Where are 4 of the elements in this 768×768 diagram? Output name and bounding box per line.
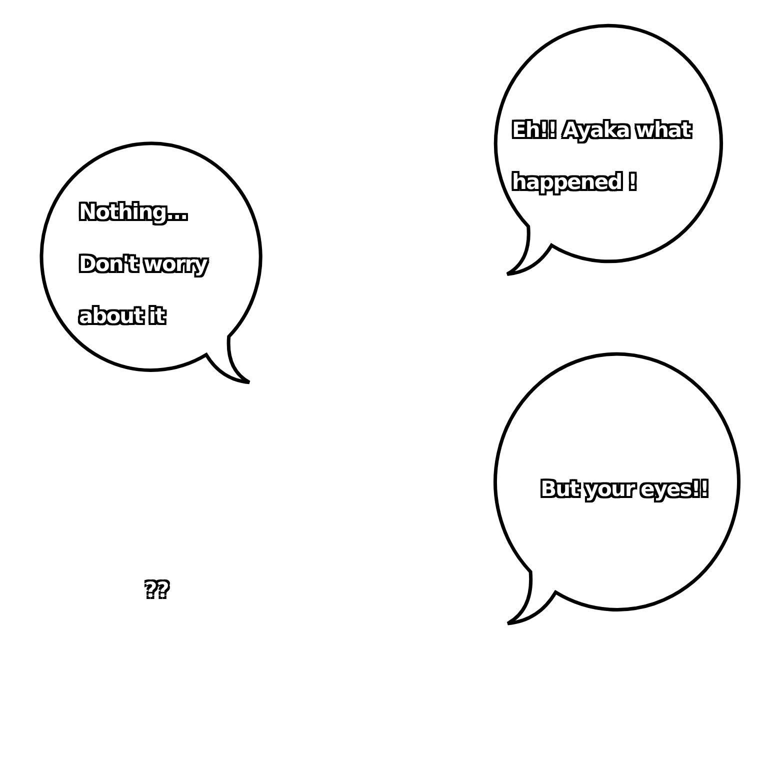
speech-text: ??: [145, 578, 170, 602]
speech-text: But your eyes!!: [540, 476, 710, 504]
speech-text: Eh!! Ayaka what happened !: [512, 104, 717, 208]
speech-text: Nothing... Don't worry about it: [79, 186, 229, 342]
